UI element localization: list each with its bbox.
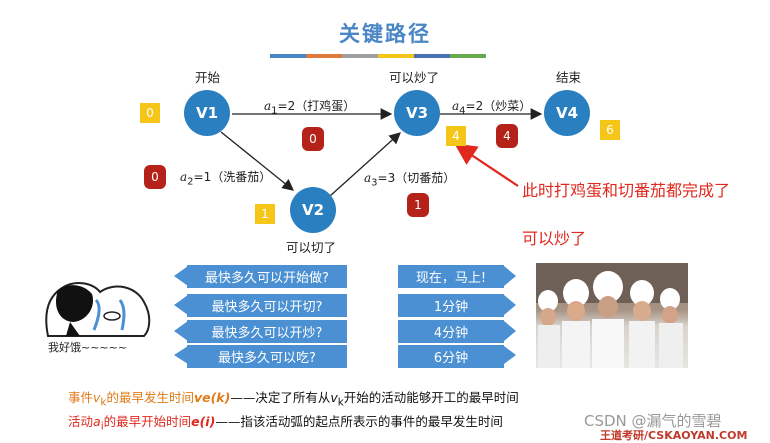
edge-a3-sub: 3	[371, 177, 378, 189]
edge-a2-symbol: a	[180, 170, 188, 184]
color-strip-2	[306, 54, 342, 58]
edge-a3-symbol: a	[364, 171, 372, 185]
chefs-photo-art	[536, 263, 688, 368]
def1-sub: k	[100, 396, 107, 409]
color-strip-4	[378, 54, 414, 58]
edge-a1-weight: =2	[277, 99, 296, 113]
event-badge-v1: 0	[140, 103, 160, 123]
edge-a1-symbol: a	[264, 99, 272, 113]
edge-a3-weight: =3	[377, 171, 396, 185]
edge-a4-desc: （炒菜）	[483, 99, 532, 113]
def1-prefix: 事件	[68, 390, 94, 405]
edge-label-a2: a2=1（洗番茄）	[180, 168, 271, 187]
question-4: 最快多久可以吃?	[187, 345, 347, 368]
def1-tail: 开始的活动能够开工的最早时间	[343, 390, 519, 405]
def2-var: a	[93, 414, 101, 429]
edge-a3-desc: （切番茄）	[395, 171, 456, 185]
edge-a2-desc: （洗番茄）	[211, 170, 272, 184]
def1-var2: v	[330, 390, 338, 405]
def2-func: e(i)	[191, 414, 216, 429]
activity-badge-a3: 1	[407, 193, 429, 217]
question-arrows	[174, 266, 188, 364]
def1-sub2: k	[337, 396, 344, 409]
answer-arrows	[504, 266, 516, 364]
def2-rest: ——指该活动弧的起点所表示的事件的最早发生时间	[215, 414, 503, 429]
node-v4: V4	[544, 90, 590, 136]
edge-a4-symbol: a	[452, 99, 460, 113]
edge-a4-sub: 4	[459, 105, 466, 117]
node-v3: V3	[394, 90, 440, 136]
event-badge-v2: 1	[255, 204, 275, 224]
hungry-cartoon-icon	[45, 282, 151, 337]
chefs-photo	[536, 263, 688, 368]
edge-a2-sub: 2	[187, 176, 194, 188]
edge-a1-sub: 1	[271, 105, 278, 117]
event-badge-v3: 4	[446, 126, 466, 146]
label-end: 结束	[556, 70, 582, 85]
node-v2: V2	[290, 187, 336, 233]
note-arrow	[454, 143, 519, 187]
def1-func: ve(k)	[193, 390, 231, 405]
question-2: 最快多久可以开切?	[187, 294, 347, 317]
page-title: 关键路径	[339, 22, 431, 46]
color-strip-5	[414, 54, 450, 58]
activity-badge-a1: 0	[302, 127, 324, 151]
node-v1: V1	[184, 90, 230, 136]
def1-mid: 的最早发生时间	[106, 390, 194, 405]
label-can-fry: 可以炒了	[389, 70, 440, 85]
footer-brand: 王道考研/CSKAOYAN.COM	[600, 429, 748, 442]
answer-2: 1分钟	[398, 294, 504, 317]
edge-v1-v2	[220, 131, 295, 191]
definition-event: 事件vk的最早发生时间ve(k)——决定了所有从vk开始的活动能够开工的最早时间	[68, 387, 519, 409]
label-start: 开始	[195, 70, 221, 85]
activity-badge-a2: 0	[144, 165, 166, 189]
note-line-1: 此时打鸡蛋和切番茄都完成了	[522, 181, 731, 200]
def1-rest: ——决定了所有从	[230, 390, 331, 405]
edge-label-a1: a1=2（打鸡蛋）	[264, 97, 355, 116]
answer-1: 现在，马上!	[398, 265, 504, 288]
event-badge-v4: 6	[600, 120, 620, 140]
definition-activity: 活动ai的最早开始时间e(i)——指该活动弧的起点所表示的事件的最早发生时间	[68, 411, 503, 433]
color-strip-3	[342, 54, 378, 58]
color-strip-1	[270, 54, 306, 58]
edge-a4-weight: =2	[465, 99, 484, 113]
csdn-watermark: CSDN @漏气的雪碧	[584, 412, 722, 430]
edge-v2-v3	[329, 132, 401, 197]
def2-sub: i	[100, 420, 104, 433]
color-strip-6	[450, 54, 486, 58]
note-line-2: 可以炒了	[522, 229, 587, 248]
question-3: 最快多久可以开炒?	[187, 320, 347, 343]
def2-mid: 的最早开始时间	[103, 414, 192, 429]
question-1: 最快多久可以开始做?	[187, 265, 347, 288]
edge-label-a3: a3=3（切番茄）	[364, 169, 455, 188]
cartoon-caption: 我好饿~~~~~	[48, 341, 128, 354]
def2-prefix: 活动	[68, 414, 94, 429]
edge-a2-weight: =1	[193, 170, 212, 184]
label-can-cut: 可以切了	[286, 240, 337, 255]
edge-a1-desc: （打鸡蛋）	[295, 99, 356, 113]
activity-badge-a4: 4	[496, 124, 518, 148]
def1-var: v	[93, 390, 101, 405]
answer-4: 6分钟	[398, 345, 504, 368]
edge-label-a4: a4=2（炒菜）	[452, 97, 531, 116]
answer-3: 4分钟	[398, 320, 504, 343]
